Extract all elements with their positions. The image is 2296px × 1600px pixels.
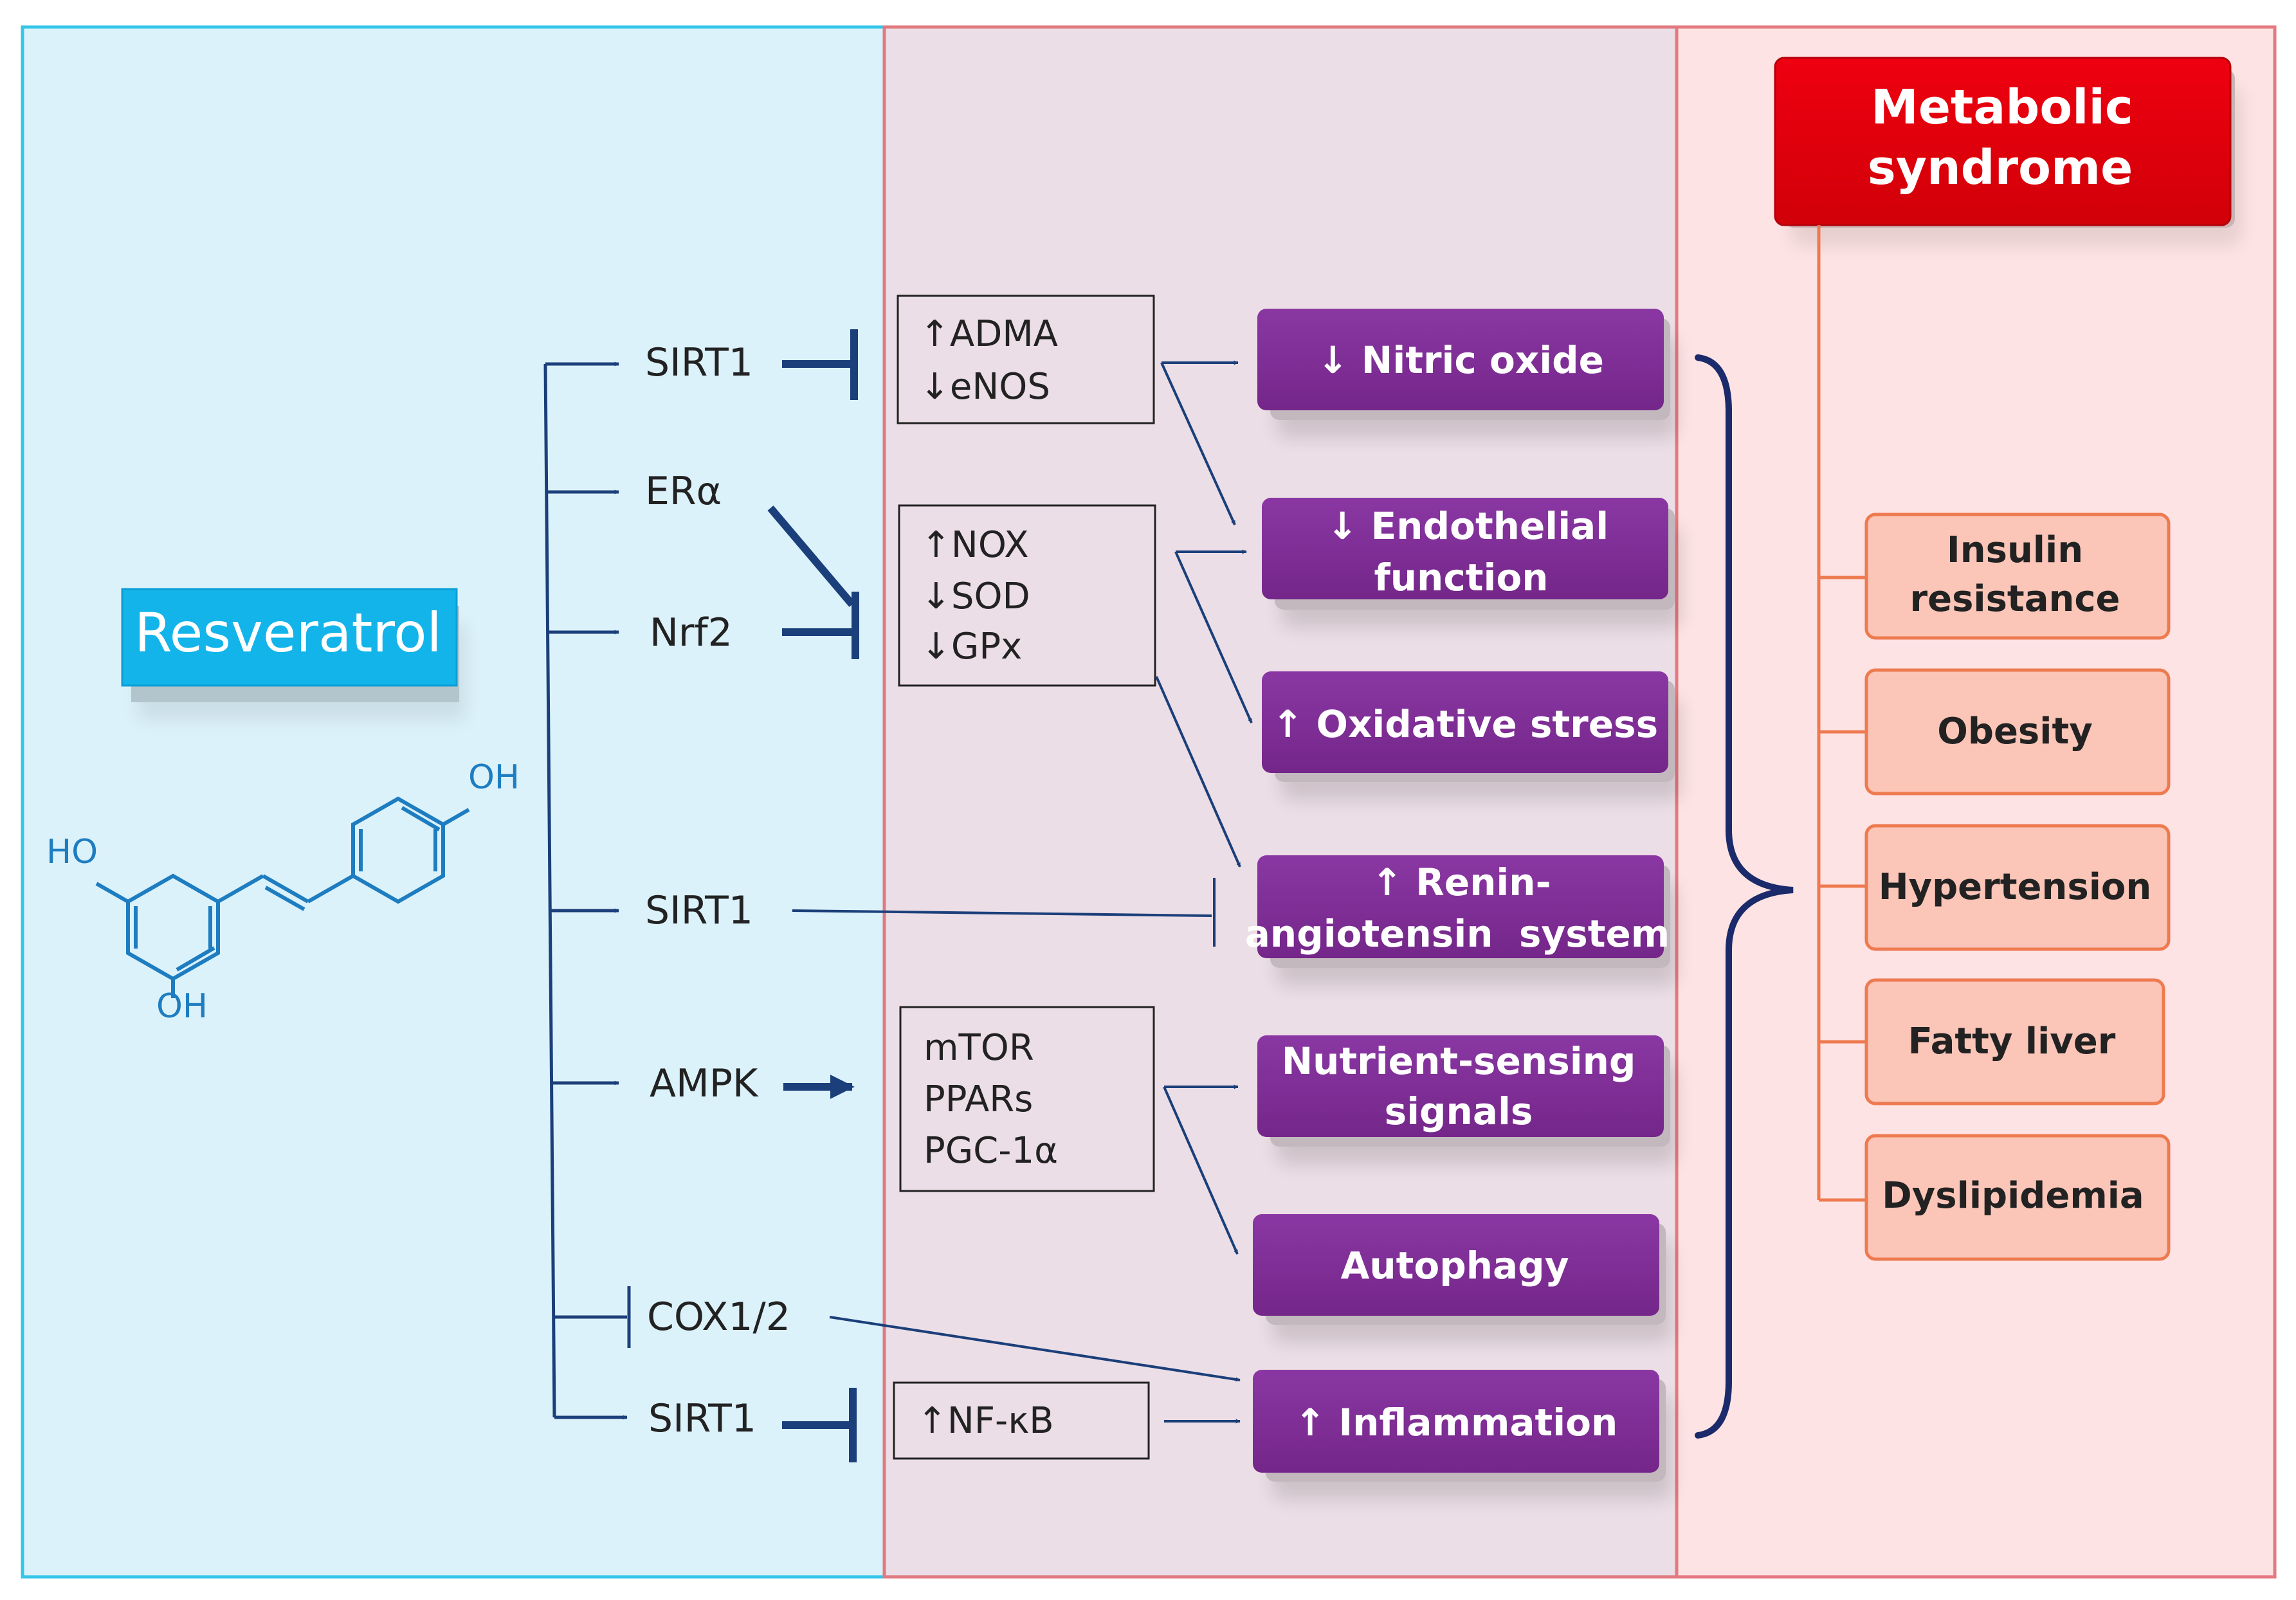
metabolic-fatty-liver: Fatty liver bbox=[1908, 1021, 2116, 1062]
effect-box-nutrient-sensing: Nutrient-sensing signals bbox=[1257, 1035, 1670, 1147]
effect-box-inflammation: ↑ Inflammation bbox=[1253, 1370, 1666, 1482]
metabolic-item-hypertension: Hypertension bbox=[1864, 824, 2171, 951]
effect-box-nitric-oxide: ↓ Nitric oxide bbox=[1257, 309, 1670, 420]
resveratrol-molecule bbox=[95, 796, 470, 998]
effect-box-oxidative-stress: ↑ Oxidative stress bbox=[1262, 671, 1675, 782]
mediator-box-mtor-ppars-pgc bbox=[899, 1006, 1155, 1192]
molecule-ho-label: HO bbox=[46, 833, 98, 871]
mediator-ppars: PPARs bbox=[924, 1078, 1033, 1120]
mediator-enos: ↓eNOS bbox=[920, 366, 1050, 408]
metabolic-title-line2: syndrome bbox=[1868, 140, 2133, 195]
molecule-oh-bottom-label: OH bbox=[156, 987, 208, 1026]
metabolic-item-insulin-resistance: Insulin resistance bbox=[1864, 513, 2171, 640]
target-tree bbox=[543, 361, 631, 1420]
panel-resveratrol-targets bbox=[21, 25, 886, 1579]
target-ampk: AMPK bbox=[650, 1061, 759, 1106]
target-sirt1-a: SIRT1 bbox=[645, 340, 753, 385]
panel-metabolic-syndrome bbox=[1675, 25, 2277, 1579]
mediator-nfkb: ↑NF-κB bbox=[917, 1400, 1054, 1442]
resveratrol-box bbox=[121, 588, 458, 687]
mediator-box-nox-sod-gpx bbox=[898, 504, 1156, 687]
effect-nutrient-line2: signals bbox=[1385, 1089, 1533, 1133]
effect-box-renin-angiotensin: ↑ Renin- angiotensin system bbox=[1245, 855, 1670, 968]
effect-nutrient-line1: Nutrient-sensing bbox=[1282, 1039, 1636, 1083]
effect-box-endothelial-function: ↓ Endothelial function bbox=[1262, 498, 1675, 610]
effect-oxidative-stress: ↑ Oxidative stress bbox=[1272, 702, 1658, 746]
inhibition-symbols bbox=[767, 329, 1216, 1462]
resveratrol-label: Resveratrol bbox=[134, 601, 442, 664]
mediator-gpx: ↓GPx bbox=[921, 626, 1022, 668]
target-sirt1-b: SIRT1 bbox=[645, 888, 753, 933]
target-era: ERα bbox=[645, 469, 722, 514]
effect-box-autophagy: Autophagy bbox=[1253, 1214, 1666, 1325]
mediator-nox: ↑NOX bbox=[921, 524, 1029, 566]
metabolic-item-obesity: Obesity bbox=[1864, 668, 2171, 795]
target-sirt1-c: SIRT1 bbox=[648, 1396, 756, 1441]
target-cox: COX1/2 bbox=[647, 1295, 790, 1340]
mediator-sod: ↓SOD bbox=[921, 576, 1030, 617]
target-nrf2: Nrf2 bbox=[650, 610, 733, 655]
mediator-pgc1a: PGC-1α bbox=[924, 1130, 1058, 1172]
mediator-adma: ↑ADMA bbox=[920, 313, 1058, 355]
metabolic-insulin-line1: Insulin bbox=[1947, 529, 2083, 571]
molecule-oh-right-label: OH bbox=[468, 758, 520, 797]
metabolic-title-line1: Metabolic bbox=[1871, 80, 2133, 135]
effect-endothelial-line2: function bbox=[1374, 556, 1549, 599]
metabolic-item-dyslipidemia: Dyslipidemia bbox=[1864, 1134, 2171, 1261]
mediator-mtor: mTOR bbox=[924, 1027, 1034, 1069]
effect-renin-line2: angiotensin system bbox=[1245, 912, 1670, 956]
metabolic-syndrome-box bbox=[1774, 57, 2232, 226]
metabolic-hypertension: Hypertension bbox=[1879, 866, 2152, 908]
metabolic-dyslipidemia: Dyslipidemia bbox=[1882, 1175, 2144, 1217]
metabolic-connector-lines bbox=[1817, 225, 1868, 1202]
metabolic-insulin-line2: resistance bbox=[1909, 578, 2120, 620]
metabolic-item-fatty-liver: Fatty liver bbox=[1864, 978, 2165, 1105]
mediator-box-adma-enos bbox=[897, 295, 1155, 424]
effect-endothelial-line1: ↓ Endothelial bbox=[1327, 504, 1608, 548]
effect-inflammation: ↑ Inflammation bbox=[1295, 1401, 1618, 1444]
metabolic-obesity: Obesity bbox=[1937, 711, 2092, 752]
effect-renin-line1: ↑ Renin- bbox=[1371, 860, 1551, 904]
mediator-box-nfkb bbox=[893, 1381, 1150, 1460]
effect-autophagy: Autophagy bbox=[1340, 1244, 1569, 1287]
mediator-effect-arrows bbox=[829, 360, 1253, 1424]
effect-nitric-oxide: ↓ Nitric oxide bbox=[1317, 338, 1604, 382]
grouping-brace bbox=[1695, 354, 1794, 1439]
